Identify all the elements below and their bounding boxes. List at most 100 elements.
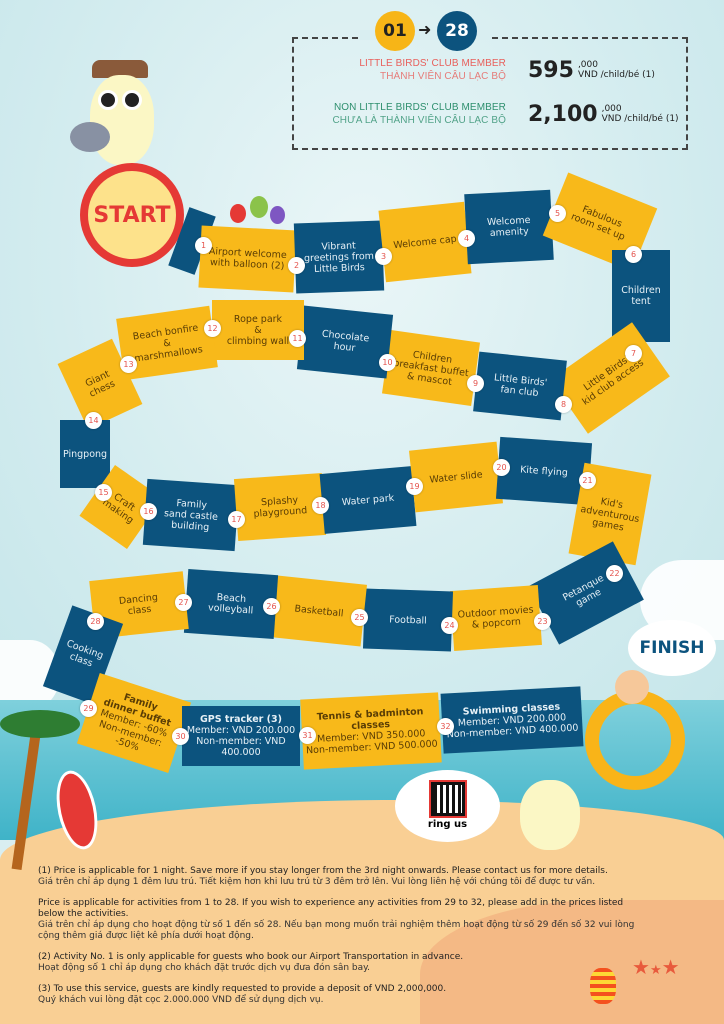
activity-number-12: 12 (204, 320, 221, 337)
activity-label: Beach volleyball (207, 592, 254, 617)
activity-number-30: 30 (172, 728, 189, 745)
activity-tile-3: Welcome cap (378, 201, 472, 283)
activity-tile-1: Airport welcome with balloon (2) (198, 225, 297, 293)
activity-number-8: 8 (555, 396, 572, 413)
non-member-thousands: ,000 (601, 104, 622, 114)
footnote-2-vi: Giá trên chỉ áp dụng cho hoạt động từ số… (38, 920, 635, 941)
non-member-label-en: NON LITTLE BIRDS' CLUB MEMBER (333, 102, 506, 113)
footnotes: (1) Price is applicable for 1 night. Sav… (38, 866, 638, 1016)
activity-number-4: 4 (458, 230, 475, 247)
activity-label: Dancing class (118, 592, 159, 618)
member-label-en: LITTLE BIRDS' CLUB MEMBER (359, 58, 506, 69)
range-start-badge: 01 (375, 11, 415, 51)
activity-label: Pingpong (62, 448, 108, 460)
activity-number-20: 20 (493, 459, 510, 476)
activity-tile-10: Chocolate hour (296, 305, 394, 379)
member-price: 595 (528, 57, 574, 83)
activity-number-2: 2 (288, 257, 305, 274)
activity-label: Welcome cap (392, 233, 458, 251)
activity-label: Cooking class (64, 638, 105, 670)
activity-number-1: 1 (195, 237, 212, 254)
activity-number-7: 7 (625, 345, 642, 362)
flip-flops-icon (590, 968, 616, 1004)
ring-us-bubble[interactable]: ring us (395, 770, 500, 842)
qr-code-icon[interactable] (428, 780, 467, 818)
activity-number-25: 25 (351, 609, 368, 626)
activity-label: Welcome amenity (486, 214, 531, 240)
balloons-icon (230, 196, 290, 236)
activity-tile-2: Vibrant greetings from Little Birds (293, 220, 385, 294)
activity-number-21: 21 (579, 472, 596, 489)
activity-label: Airport welcome with balloon (2) (208, 245, 287, 272)
activity-label: Football (389, 613, 427, 627)
palm-tree-icon (0, 710, 80, 870)
activity-tile-30: GPS tracker (3)Member: VND 200.000 Non-m… (182, 706, 300, 766)
activity-tile-24: Football (362, 588, 454, 652)
activity-tile-16: Family sand castle building (142, 478, 240, 552)
activity-number-27: 27 (175, 594, 192, 611)
activity-label: Water park (341, 492, 395, 508)
activity-number-9: 9 (467, 375, 484, 392)
member-unit-text: VND /child/bé (1) (577, 70, 655, 80)
activity-tile-18: Water park (319, 466, 417, 534)
activity-number-29: 29 (80, 700, 97, 717)
activity-number-31: 31 (299, 727, 316, 744)
footnote-4-en: (3) To use this service, guests are kind… (38, 984, 447, 994)
activity-label: Petanque game (561, 572, 606, 610)
ring-us-label: ring us (427, 819, 468, 830)
activity-number-26: 26 (263, 598, 280, 615)
activity-label: Vibrant greetings from Little Birds (303, 239, 375, 275)
member-thousands: ,000 (577, 60, 598, 70)
footnote-3-en: (2) Activity No. 1 is only applicable fo… (38, 952, 464, 962)
footnote-4-vi: Quý khách vui lòng đặt cọc 2.000.000 VND… (38, 995, 324, 1005)
activity-label: Little Birds' fan club (493, 372, 548, 399)
non-member-price: 2,100 (528, 101, 598, 127)
activity-label: Beach bonfire & marshmallows (132, 322, 204, 365)
kid-head-icon (615, 670, 649, 704)
activity-number-22: 22 (606, 565, 623, 582)
activity-tile-14: Pingpong (60, 420, 110, 488)
activity-price: Member: VND 200.000 Non-member: VND 400.… (186, 725, 296, 758)
activity-label: Children breakfast buffet & mascot (392, 348, 470, 388)
activity-number-23: 23 (534, 613, 551, 630)
activity-label: Family sand castle building (163, 497, 219, 533)
non-member-label-vi: CHƯA LÀ THÀNH VIÊN CÂU LẠC BỘ (332, 115, 506, 126)
activity-label: Outdoor movies & popcorn (457, 604, 534, 631)
activity-label: Basketball (293, 602, 345, 620)
footnote-3: (2) Activity No. 1 is only applicable fo… (38, 952, 638, 974)
footnote-4: (3) To use this service, guests are kind… (38, 984, 638, 1006)
activity-number-5: 5 (549, 205, 566, 222)
activity-number-6: 6 (625, 246, 642, 263)
arrow-right-icon: ➜ (418, 20, 432, 39)
activity-number-10: 10 (379, 354, 396, 371)
range-end-badge: 28 (437, 11, 477, 51)
activity-number-3: 3 (375, 248, 392, 265)
activity-tile-4: Welcome amenity (464, 189, 554, 265)
activity-label: Splashy playground (253, 494, 308, 520)
starfish-icon: ★★★ (632, 955, 680, 979)
activity-number-32: 32 (437, 718, 454, 735)
activity-number-14: 14 (85, 412, 102, 429)
activity-number-13: 13 (120, 356, 137, 373)
badge-gap (360, 30, 490, 40)
start-circle: START (80, 163, 184, 267)
activity-tile-8: Little Birds' fan club (473, 351, 567, 421)
activity-label: Chocolate hour (321, 328, 370, 355)
footnote-1-en: (1) Price is applicable for 1 night. Sav… (38, 866, 608, 876)
activity-tile-19: Water slide (409, 441, 503, 513)
footnote-3-vi: Hoạt động số 1 chỉ áp dụng cho khách đặt… (38, 963, 371, 973)
activity-number-18: 18 (312, 497, 329, 514)
activity-number-28: 28 (87, 613, 104, 630)
footnote-1: (1) Price is applicable for 1 night. Sav… (38, 866, 638, 888)
activity-label: Water slide (428, 468, 484, 486)
activity-label: Fabulous room set up (569, 203, 627, 243)
activity-tile-9: Children breakfast buffet & mascot (381, 330, 481, 406)
activity-number-15: 15 (95, 484, 112, 501)
activity-number-19: 19 (406, 478, 423, 495)
footnote-1-vi: Giá trên chỉ áp dụng 1 đêm lưu trú. Tiết… (38, 877, 596, 887)
